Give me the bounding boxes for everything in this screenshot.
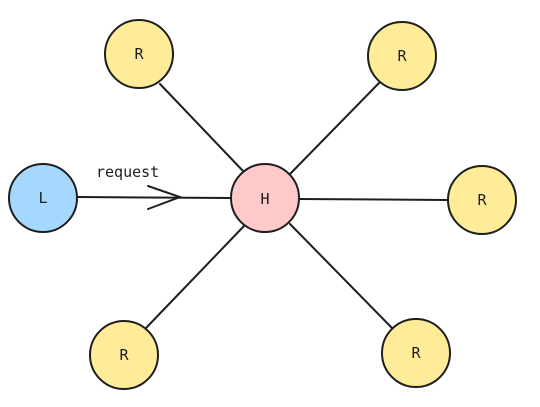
relay-node-top-right[interactable]: R — [367, 21, 437, 91]
relay-node-label: R — [134, 45, 144, 63]
edge-hub-relay-top-left — [159, 83, 245, 173]
hub-node-label: H — [260, 190, 269, 208]
relay-node-bottom-left[interactable]: R — [89, 320, 159, 390]
relay-node-label: R — [119, 346, 129, 364]
relay-node-bottom-right[interactable]: R — [381, 318, 451, 388]
leaf-node[interactable]: L — [8, 163, 78, 233]
relay-node-top-left[interactable]: R — [104, 19, 174, 89]
relay-node-right[interactable]: R — [447, 165, 517, 235]
edge-hub-relay-top-right — [289, 81, 381, 175]
hub-node[interactable]: H — [230, 163, 300, 233]
edge-hub-relay-right — [297, 198, 449, 201]
edge-hub-relay-bottom-left — [145, 225, 245, 329]
leaf-node-label: L — [38, 189, 47, 207]
edge-hub-relay-bottom-right — [289, 223, 393, 329]
request-arrowhead-icon — [147, 185, 183, 210]
relay-node-label: R — [477, 191, 487, 209]
edge-leaf-hub-request — [77, 196, 233, 199]
request-edge-label: request — [96, 163, 159, 181]
relay-node-label: R — [411, 344, 421, 362]
relay-node-label: R — [397, 47, 407, 65]
